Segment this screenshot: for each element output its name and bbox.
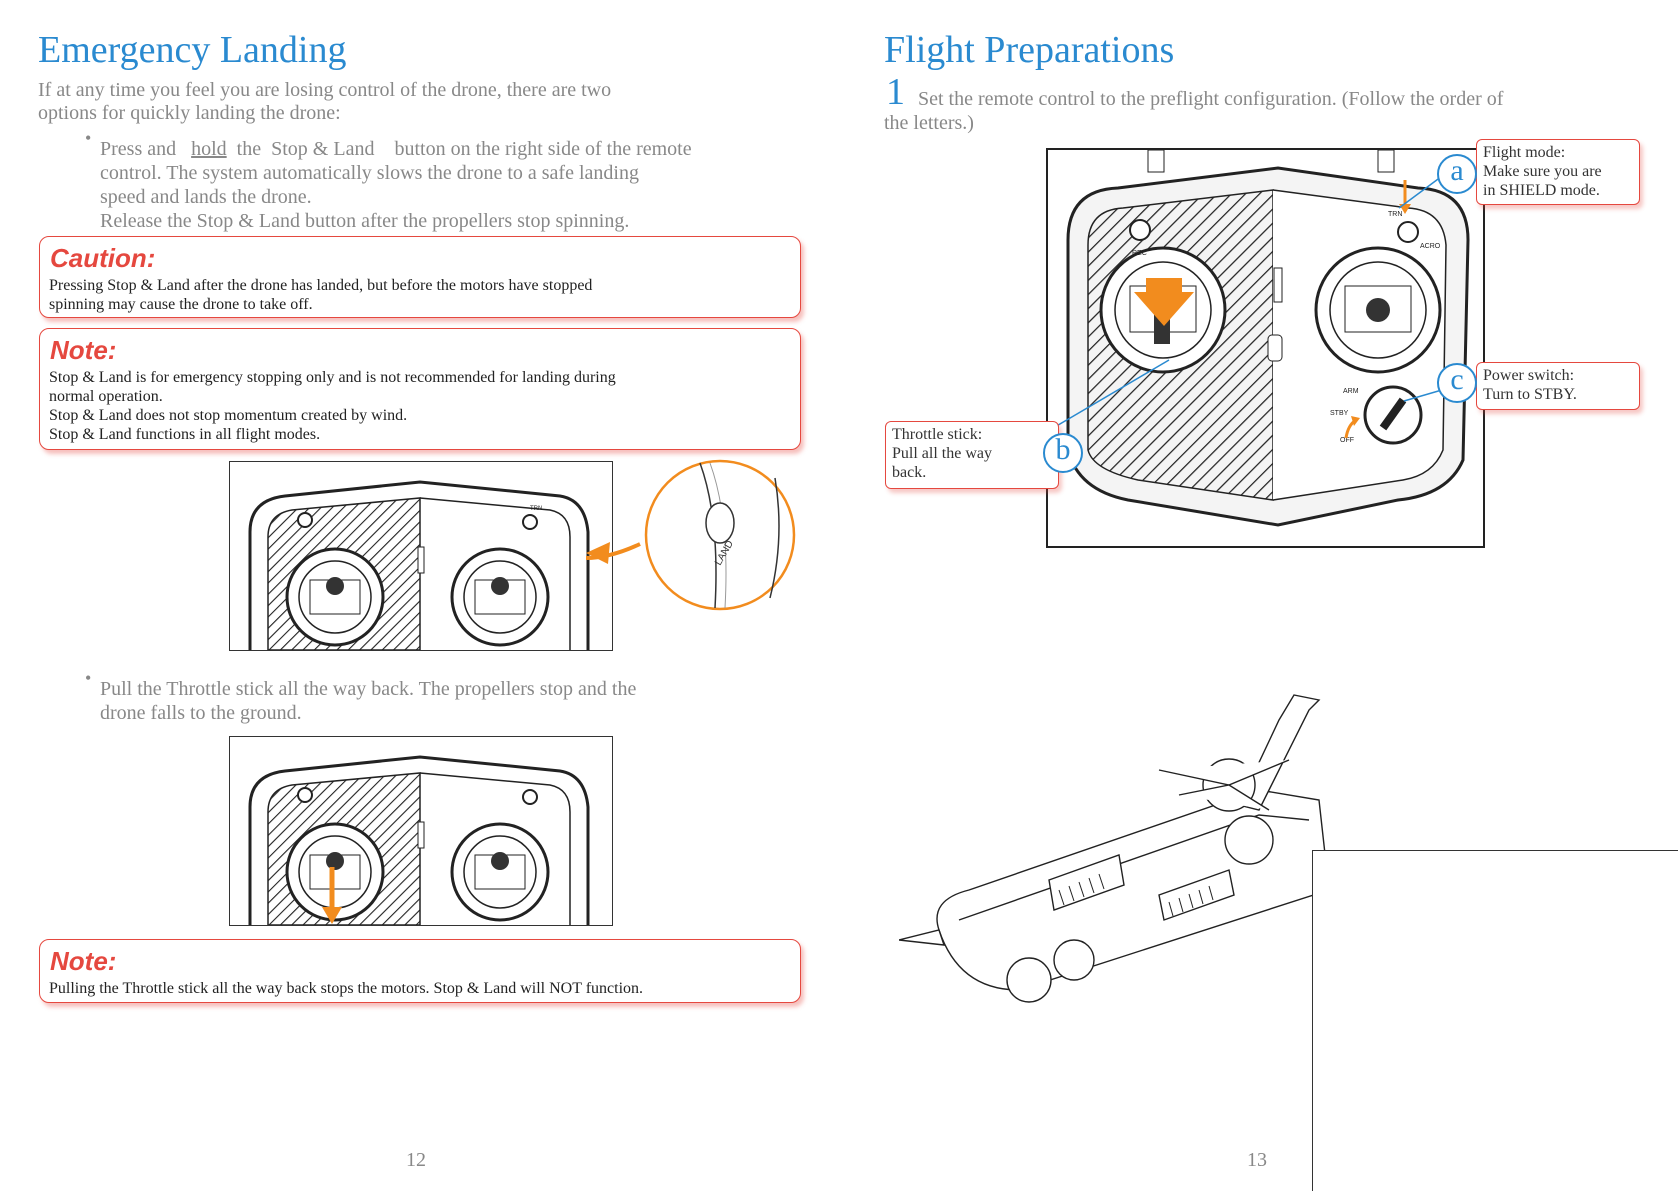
remote-figure-throttle: [229, 736, 613, 926]
trn-label: TRN: [530, 506, 542, 512]
callout-b-line-1: Throttle stick:: [892, 426, 983, 443]
land-button-zoom: LAND: [585, 459, 796, 611]
note-box-2: Note: Pulling the Throttle stick all the…: [39, 939, 801, 1003]
page-title: Emergency Landing: [38, 29, 347, 71]
remote-figure-stop-land: TRN: [229, 461, 613, 651]
step-line-2: the letters.): [884, 112, 974, 134]
page-title: Flight Preparations: [884, 29, 1175, 71]
bullet1-hold: hold: [191, 138, 227, 160]
bullet-marker: •: [85, 668, 92, 688]
step-line-1: Set the remote control to the preflight …: [918, 88, 1504, 110]
arm-label: ARM: [1343, 388, 1359, 395]
callout-flight-mode: Flight mode: Make sure you are in SHIELD…: [1476, 139, 1640, 205]
blank-panel: [1312, 850, 1678, 1191]
bullet2-line2: drone falls to the ground.: [100, 702, 302, 724]
callout-throttle-stick: Throttle stick: Pull all the way back.: [885, 421, 1059, 489]
note1-line-1: Stop & Land is for emergency stopping on…: [49, 369, 616, 386]
note1-line-3: Stop & Land does not stop momentum creat…: [49, 407, 408, 424]
bullet-marker: •: [85, 128, 92, 148]
off-label: OFF: [1340, 437, 1354, 444]
page-number: 13: [1247, 1149, 1267, 1171]
right-page: Flight Preparations 1 Set the remote con…: [839, 0, 1678, 1191]
caution-line-2: spinning may cause the drone to take off…: [49, 296, 313, 313]
rec-label: REC: [1132, 250, 1147, 257]
note-box-1: Note: Stop & Land is for emergency stopp…: [39, 328, 801, 450]
zoom-arrow-line: [585, 542, 641, 560]
callout-a-line-2: Make sure you are: [1483, 163, 1602, 180]
note1-line-2: normal operation.: [49, 388, 163, 405]
letter-b-badge: b: [1043, 433, 1083, 473]
intro-line-1: If at any time you feel you are losing c…: [38, 79, 612, 101]
intro-line-2: options for quickly landing the drone:: [38, 102, 341, 124]
bullet1-line3: speed and lands the drone.: [100, 186, 312, 208]
callout-a-line-3: in SHIELD mode.: [1483, 182, 1600, 199]
throttle-arrow-head: [322, 907, 342, 924]
throttle-arrow-shaft: [1146, 278, 1182, 294]
bullet1-line1: Press and hold the Stop & Land button on…: [100, 137, 692, 161]
callout-b-line-2: Pull all the way: [892, 445, 992, 462]
zoom-arrow-head: [586, 542, 610, 564]
remote-preflight-figure: REC TRN ACRO ARM STBY OFF: [1046, 148, 1485, 548]
bullet1-rest: button on the right side of the remote: [394, 138, 692, 160]
callout-a-line-1: Flight mode:: [1483, 144, 1566, 161]
note2-line-1: Pulling the Throttle stick all the way b…: [49, 980, 644, 997]
bullet1-the: the: [236, 138, 262, 160]
callout-b-line-3: back.: [892, 464, 927, 481]
bullet1-line2: control. The system automatically slows …: [100, 162, 639, 184]
callout-c-line-1: Power switch:: [1483, 367, 1575, 384]
left-page: Emergency Landing If at any time you fee…: [0, 0, 839, 1190]
throttle-arrow-head: [1134, 292, 1194, 326]
stby-label: STBY: [1330, 410, 1349, 417]
caution-title: Caution:: [50, 243, 156, 273]
bullet2-line1: Pull the Throttle stick all the way back…: [100, 678, 637, 700]
note1-line-4: Stop & Land functions in all flight mode…: [49, 426, 321, 443]
trn-label: TRN: [1388, 211, 1402, 218]
drone-illustration: [899, 694, 1338, 1003]
bullet1-stop-land: Stop & Land: [271, 138, 375, 160]
letter-a-badge: a: [1437, 154, 1477, 194]
letter-c-badge: c: [1437, 363, 1477, 403]
acro-label: ACRO: [1420, 243, 1441, 250]
caution-line-1: Pressing Stop & Land after the drone has…: [49, 277, 593, 294]
page-number: 12: [406, 1149, 426, 1171]
bullet1-press: Press and: [100, 138, 177, 160]
callout-leaders: [1018, 164, 1460, 449]
bullet1-line4: Release the Stop & Land button after the…: [100, 210, 630, 232]
callout-c-line-2: Turn to STBY.: [1483, 386, 1577, 403]
note1-title: Note:: [50, 335, 117, 365]
note2-title: Note:: [50, 946, 117, 976]
caution-box: Caution: Pressing Stop & Land after the …: [39, 236, 801, 318]
land-button: [705, 502, 735, 544]
flight-mode-switch: [1397, 221, 1419, 243]
callout-power-switch: Power switch: Turn to STBY.: [1476, 362, 1640, 410]
step-number: 1: [886, 71, 905, 113]
